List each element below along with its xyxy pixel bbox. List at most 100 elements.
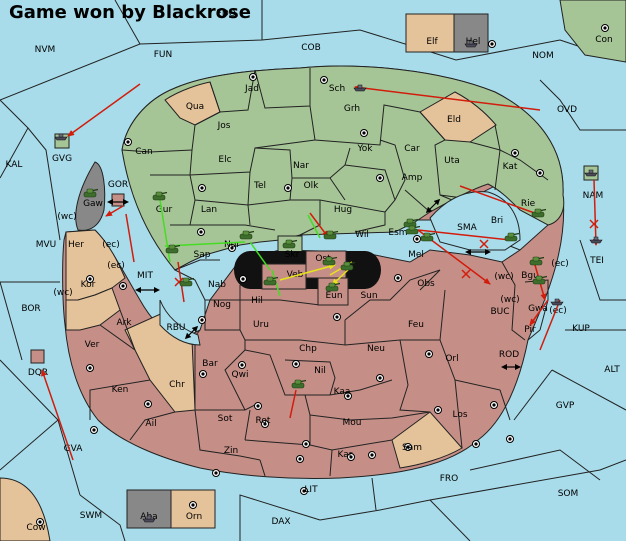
coast-tag: (ec) (551, 259, 569, 269)
supply-center-dot (212, 469, 220, 477)
army-unit-icon[interactable] (83, 188, 99, 198)
army-unit-icon[interactable] (323, 230, 339, 240)
province-label-eun: Eun (325, 291, 342, 301)
province-label-gwa: Gwa (528, 304, 548, 314)
province-label-obs: Obs (417, 279, 435, 289)
army-unit-icon[interactable] (325, 282, 341, 292)
supply-center-dot (394, 274, 402, 282)
coast-tag: (wc) (53, 288, 72, 298)
fleet-unit-icon[interactable] (584, 169, 598, 177)
fleet-unit-icon[interactable] (589, 236, 603, 244)
province-label-kaa: Kaa (334, 387, 351, 397)
fleet-unit-icon[interactable] (142, 515, 156, 523)
province-label-sam: Sam (402, 443, 422, 453)
supply-center-dot (333, 313, 341, 321)
supply-center-dot (404, 443, 412, 451)
units-layer[interactable] (54, 40, 603, 523)
sea-label-dax: DAX (271, 517, 290, 527)
province-label-tel: Tel (253, 181, 266, 191)
supply-center-dot (536, 169, 544, 177)
sea-label-kal: KAL (6, 160, 23, 170)
sea-label-edo: EDO (216, 9, 236, 19)
supply-centers (36, 24, 609, 526)
army-unit-icon[interactable] (263, 276, 279, 286)
island-dqr[interactable] (30, 349, 45, 364)
supply-center-dot (86, 364, 94, 372)
sea-label-mvu: MVU (36, 240, 57, 250)
army-unit-icon[interactable] (420, 232, 436, 242)
supply-center-dot (347, 453, 355, 461)
province-label-orn: Orn (186, 512, 202, 522)
sea-label-buc: BUC (490, 307, 509, 317)
province-label-car: Car (404, 144, 420, 154)
supply-center-dot (506, 435, 514, 443)
supply-center-dot (413, 235, 421, 243)
province-label-sap: Sap (194, 250, 211, 260)
sea-label-rod: ROD (499, 350, 519, 360)
province-label-bgu: Bgu (521, 271, 539, 281)
region-elf[interactable] (405, 13, 455, 53)
army-unit-icon[interactable] (165, 244, 181, 254)
province-label-chr: Chr (169, 380, 185, 390)
army-unit-icon[interactable] (529, 256, 545, 266)
game-result-title: Game won by Blackrose (9, 2, 251, 23)
province-label-ail: Ail (145, 419, 156, 429)
region-eld[interactable] (419, 91, 497, 143)
province-label-grh: Grh (344, 104, 360, 114)
supply-center-dot (490, 401, 498, 409)
supply-center-dot (239, 275, 247, 283)
province-label-mel: Mel (408, 250, 424, 260)
province-label-los: Los (452, 410, 467, 420)
sea-label-ovd: OVD (557, 105, 577, 115)
province-label-bri: Bri (491, 216, 503, 226)
army-unit-icon[interactable] (152, 191, 168, 201)
province-label-veb: Veb (287, 270, 304, 280)
province-label-skr: Skr (285, 250, 300, 260)
fleet-unit-icon[interactable] (353, 84, 367, 92)
army-unit-icon[interactable] (239, 230, 255, 240)
supply-center-dot (360, 129, 368, 137)
island-gor[interactable] (111, 193, 125, 207)
canal-arrows (107, 198, 521, 370)
supply-center-dot (198, 184, 206, 192)
supply-center-dot (472, 440, 480, 448)
coast-tag: (ec) (102, 240, 120, 250)
province-label-jad: Jad (244, 84, 259, 94)
army-unit-icon[interactable] (322, 256, 338, 266)
fleet-unit-icon[interactable] (550, 298, 564, 306)
province-label-con: Con (595, 35, 613, 45)
army-unit-icon[interactable] (282, 239, 298, 249)
fleet-unit-icon[interactable] (54, 133, 68, 141)
army-unit-icon[interactable] (340, 261, 356, 271)
province-label-ken: Ken (112, 385, 129, 395)
army-unit-icon[interactable] (291, 379, 307, 389)
fleet-unit-icon[interactable] (464, 40, 478, 48)
province-label-mou: Mou (343, 418, 362, 428)
province-label-qwi: Qwi (232, 370, 249, 380)
army-unit-icon[interactable] (532, 275, 548, 285)
province-label-nor: Nor (224, 240, 240, 250)
region-con[interactable] (559, 0, 626, 63)
army-unit-icon[interactable] (504, 232, 520, 242)
coast-tag: (ec) (549, 306, 567, 316)
region-sam[interactable] (391, 411, 463, 469)
province-label-amp: Amp (402, 173, 423, 183)
province-label-nab: Nab (208, 280, 226, 290)
province-label-gor: GOR (108, 180, 128, 190)
sea-label-kup: KUP (572, 324, 590, 334)
lake-sma[interactable] (429, 191, 521, 251)
province-label-gvg: GVG (52, 154, 72, 164)
province-label-rot: Rot (256, 416, 271, 426)
supply-center-dot (197, 228, 205, 236)
sea-label-som: SOM (558, 489, 579, 499)
army-unit-icon[interactable] (531, 208, 547, 218)
sea-label-gvp: GVP (556, 401, 575, 411)
army-unit-icon[interactable] (179, 277, 195, 287)
supply-center-dot (90, 426, 98, 434)
army-unit-icon[interactable] (405, 225, 421, 235)
province-label-elc: Elc (218, 155, 231, 165)
supply-center-dot (376, 174, 384, 182)
coast-tag: (wc) (57, 212, 76, 222)
